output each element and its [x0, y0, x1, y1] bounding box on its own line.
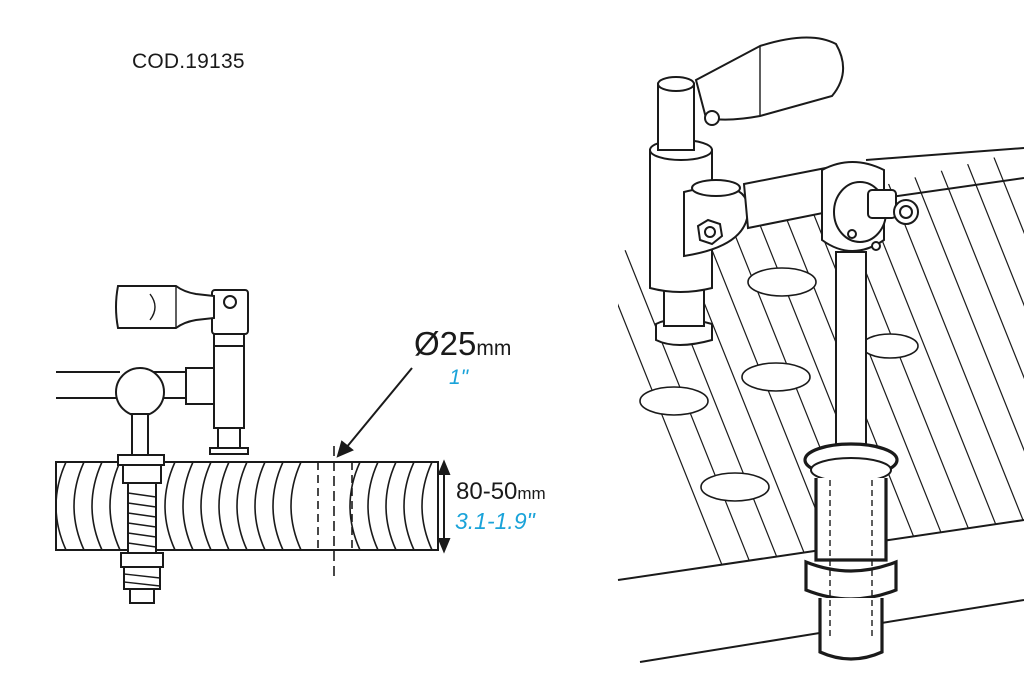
clamp-column: [115, 285, 249, 455]
bushing-insert: [803, 442, 899, 661]
table-slab-section: [55, 446, 439, 576]
thickness-imperial-label: 3.1-1.9": [455, 508, 535, 534]
vertical-post-3d: [835, 251, 867, 453]
diameter-unit: mm: [476, 337, 512, 360]
ball-joint: [115, 367, 165, 417]
diameter-label: Ø25mm: [414, 325, 511, 363]
perspective-view-drawing: [617, 36, 1024, 663]
thickness-value: 80-50: [456, 478, 518, 505]
horizontal-rod: [56, 371, 188, 399]
diameter-imperial-label: 1": [449, 366, 469, 389]
thickness-label: 80-50mm: [456, 478, 546, 506]
thickness-unit: mm: [517, 484, 546, 503]
diameter-leader-arrow: [336, 367, 413, 458]
thickness-dimension-arrow: [437, 459, 451, 554]
swivel-head: [821, 161, 919, 252]
product-code-label: COD.19135: [132, 50, 245, 73]
threaded-post: [117, 413, 165, 604]
side-view-drawing: [55, 285, 451, 604]
diameter-value: Ø25: [414, 325, 477, 362]
clamp-column-3d: [649, 36, 844, 346]
